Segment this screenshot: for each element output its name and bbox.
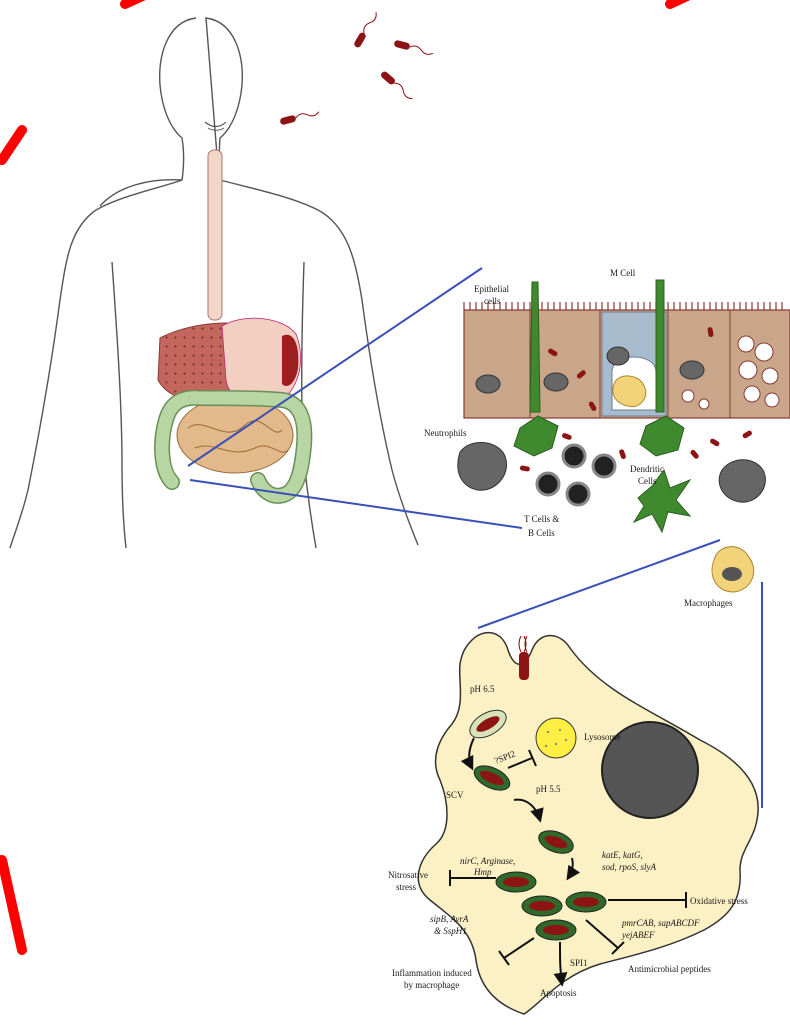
dendritic-cells-label-2: Cells [638, 476, 657, 486]
nitrosative-stress-label-2: stress [396, 882, 416, 892]
antimicrobial-genes-label-1: pmrCAB, sapABCDF [621, 918, 700, 928]
scv-label: SCV [446, 790, 464, 800]
inflammation-label-1: Inflammation induced [392, 968, 472, 978]
apoptosis-label: Apoptosis [540, 988, 577, 998]
inflammation-genes-label-2: & SspH1 [434, 926, 467, 936]
mouth-lower [208, 128, 224, 130]
antimicrobial-genes-label-2: yejABEF [621, 930, 655, 940]
nitrosative-genes-label-2: Hmp [473, 867, 492, 877]
inflammation-genes-label-1: sipB, AvrA [430, 914, 469, 924]
airborne-bacteria [279, 11, 433, 126]
microvilli [464, 302, 782, 310]
human-body [10, 18, 418, 548]
epithelial-cells-label-2: cells [484, 296, 501, 306]
left-torso-side [112, 262, 126, 548]
oxidative-genes-label-2: sod, rpoS, slyA [602, 862, 657, 872]
t-b-cells [537, 445, 615, 505]
nitrosative-genes-label-1: nirC, Arginase, [460, 856, 515, 866]
lysosome-label: Lysosome [584, 732, 621, 742]
bacterium-icon [393, 40, 433, 57]
intestinal-mucosa: Epithelial cells M Cell Neutrophils Dend… [424, 268, 790, 608]
macrophage-detail: pH 6.5 Lysosome ?SPI2 SCV pH 5.5 nirC, A… [388, 633, 758, 1014]
nitrosative-stress-label-1: Nitrosative [388, 870, 428, 880]
macrophages-label: Macrophages [684, 598, 733, 608]
bacterium-icon [380, 70, 415, 101]
esophagus [208, 150, 222, 320]
t-b-cells-label-1: T Cells & [524, 514, 559, 524]
bacterium-icon [519, 636, 529, 680]
t-b-cells-label-2: B Cells [528, 528, 555, 538]
neutrophils-label: Neutrophils [424, 428, 467, 438]
oxidative-stress-label: Oxidative stress [690, 896, 748, 906]
ph-5-5-label: pH 5.5 [536, 784, 561, 794]
epithelial-cells-label-1: Epithelial [474, 284, 509, 294]
inflammation-label-2: by macrophage [404, 980, 459, 990]
mouth [205, 122, 226, 127]
oxidative-genes-label-1: katE, katG, [602, 850, 643, 860]
bacterium-icon [279, 108, 319, 125]
antimicrobial-peptides-label: Antimicrobial peptides [628, 964, 711, 974]
bacterium-icon [353, 11, 379, 49]
ph-6-5-label: pH 6.5 [470, 684, 495, 694]
m-cell-label: M Cell [610, 268, 636, 278]
lysosome [536, 718, 576, 758]
spi1-label: SPI1 [570, 958, 588, 968]
dendritic-cells-label-1: Dendritic [630, 464, 664, 474]
